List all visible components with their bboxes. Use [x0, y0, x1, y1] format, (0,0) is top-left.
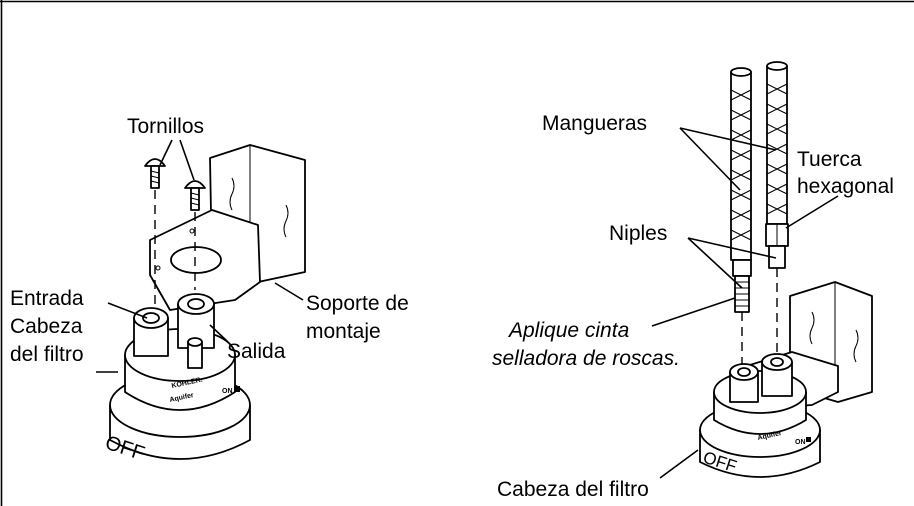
screw-right [184, 180, 206, 211]
on-indicator [234, 386, 240, 392]
leader-tornillos-2 [179, 139, 195, 181]
product-name: Aquifer [169, 392, 195, 404]
on-indicator-right [806, 437, 811, 442]
label-tuerca-1: Tuerca [797, 148, 862, 171]
label-del-filtro: del filtro [10, 343, 84, 366]
label-aplique-2: selladora de roscas. [492, 347, 680, 370]
leader-tuerca [785, 195, 839, 229]
leader-entrada [107, 302, 148, 319]
hose-right [765, 61, 789, 269]
label-salida: Salida [227, 340, 286, 363]
label-soporte-2: montaje [306, 320, 381, 343]
leader-niples-2 [687, 237, 777, 259]
leader-salida [209, 324, 229, 343]
product-name-right: Aquifer [757, 430, 783, 442]
label-tornillos: Tornillos [127, 115, 204, 138]
leader-tornillos-1 [159, 139, 173, 166]
filter-head-right: Aquifer ON OFF [699, 353, 821, 478]
leader-mangueras-1 [679, 127, 741, 191]
hose-left [730, 67, 752, 313]
label-entrada: Entrada [10, 287, 84, 310]
on-marker-right: ON [795, 439, 806, 446]
right-illustration: Aquifer ON OFF Mangueras Tuerca hexagona… [492, 61, 894, 501]
leader-mangueras-2 [679, 127, 777, 151]
label-soporte-1: Soporte de [306, 292, 409, 315]
label-aplique-1: Aplique cinta [507, 319, 629, 342]
screw-left [144, 158, 166, 189]
leader-aplique [651, 297, 736, 327]
label-niples: Niples [609, 222, 667, 245]
mounting-bracket [149, 144, 306, 311]
leader-soporte [274, 282, 304, 301]
label-mangueras: Mangueras [542, 112, 647, 135]
label-cabeza-filtro: Cabeza del filtro [497, 478, 649, 501]
on-marker: ON [222, 388, 233, 395]
leader-niples-1 [687, 237, 743, 289]
filter-head-left: KOHLER. Aquifer ON OFF [102, 293, 251, 465]
left-illustration: KOHLER. Aquifer ON OFF Tornillos Entrada… [10, 115, 409, 465]
leader-cabeza-filtro [659, 449, 699, 479]
label-tuerca-2: hexagonal [797, 175, 894, 198]
label-cabeza: Cabeza [10, 315, 83, 338]
